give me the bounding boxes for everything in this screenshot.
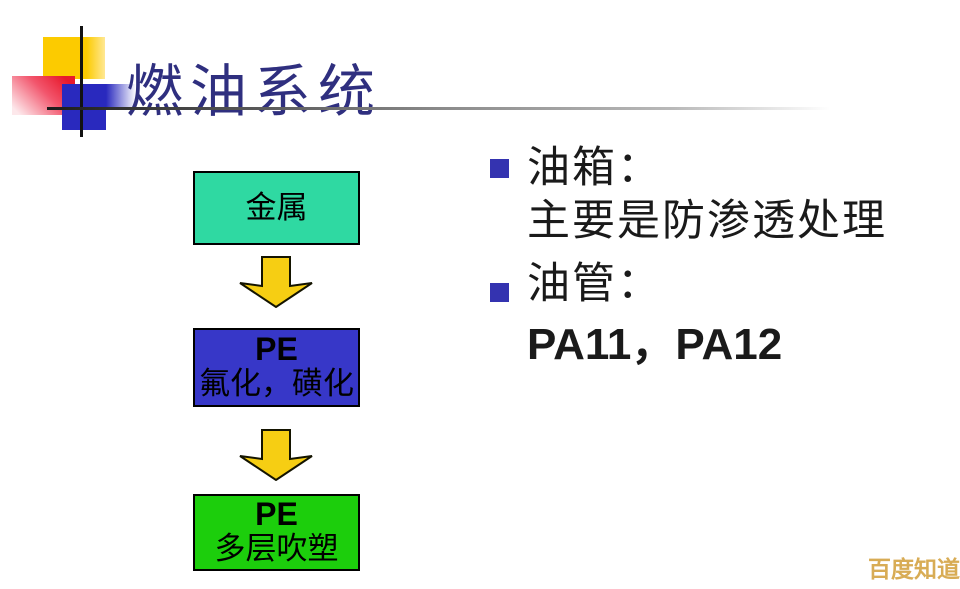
flow-box-pe-fluorinated-line1: PE (255, 330, 298, 367)
flow-box-pe-multilayer-line1: PE (255, 495, 298, 532)
logo-vertical-line (80, 26, 83, 137)
flow-box-pe-fluorinated-line2: 氟化，磺化 (199, 366, 354, 402)
down-arrow-shape (239, 429, 313, 481)
down-arrow-shape (239, 256, 313, 308)
flow-box-pe-fluorinated: PE 氟化，磺化 (193, 328, 360, 407)
bullet-marker (490, 283, 509, 302)
bullet-body-fuel-pipe: PA11，PA12 (527, 320, 783, 369)
flow-box-pe-multilayer: PE 多层吹塑 (193, 494, 360, 571)
logo-blue-square-fade (106, 84, 136, 110)
flow-box-pe-multilayer-line2: 多层吹塑 (214, 531, 339, 567)
logo-yellow-square (43, 37, 105, 79)
title-divider (47, 107, 830, 110)
bullet-heading-fuel-pipe: 油管： (527, 261, 662, 308)
bullet-marker (490, 159, 509, 178)
down-arrow-icon (239, 429, 313, 481)
bullet-heading-fuel-tank: 油箱： (527, 145, 662, 192)
flow-box-metal: 金属 (193, 171, 360, 245)
flow-box-metal-label: 金属 (245, 190, 308, 226)
down-arrow-icon (239, 256, 313, 308)
bullet-body-fuel-tank: 主要是防渗透处理 (527, 198, 887, 245)
watermark-baidu-zhidao: 百度知道 (868, 556, 960, 582)
page-title: 燃油系统 (126, 61, 382, 125)
